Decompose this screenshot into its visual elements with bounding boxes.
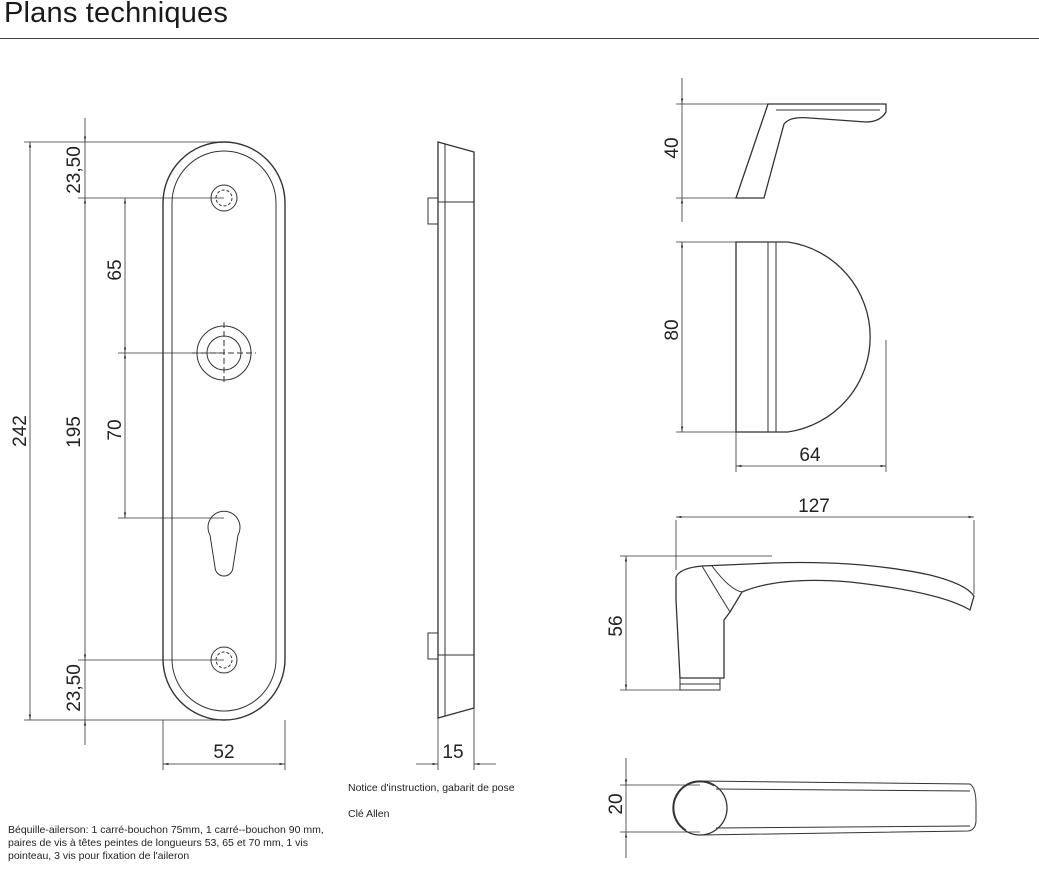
dim-total-height: 242 xyxy=(10,415,31,447)
dim-top-margin: 23,50 xyxy=(64,146,85,194)
included-items-note: Notice d'instruction, gabarit de pose xyxy=(348,782,515,794)
dim-rose-height: 40 xyxy=(662,137,683,158)
back-plate-side-view xyxy=(427,141,475,719)
dim-upper-gap: 65 xyxy=(105,259,126,280)
dim-rose-diameter: 80 xyxy=(662,319,683,340)
rose-front-view xyxy=(735,241,871,433)
back-plate-front-view xyxy=(162,141,286,721)
dim-bottom-margin: 23,50 xyxy=(64,664,85,712)
cylinder-hole xyxy=(207,510,241,577)
dim-rose-depth: 64 xyxy=(799,445,821,466)
dim-plate-width: 52 xyxy=(213,742,234,763)
parts-list-note: Béquille-ailerson: 1 carré-bouchon 75mm,… xyxy=(8,824,324,862)
title-divider xyxy=(0,38,1039,39)
rose-side-view xyxy=(735,103,887,199)
dim-plate-depth: 15 xyxy=(442,742,463,763)
dim-lever-length: 127 xyxy=(798,496,830,517)
plate-dimension-lines xyxy=(24,118,286,770)
dim-lever-height: 56 xyxy=(606,615,627,636)
lever-top-view xyxy=(672,780,977,836)
dim-hole-spacing: 195 xyxy=(64,416,85,448)
dim-lever-width: 20 xyxy=(606,793,627,814)
allen-key-note: Clé Allen xyxy=(348,808,390,820)
lever-side-view xyxy=(675,561,975,691)
depth-dimension-lines xyxy=(416,708,496,770)
dim-lower-gap: 70 xyxy=(105,419,126,440)
page-title: Plans techniques xyxy=(4,0,229,29)
